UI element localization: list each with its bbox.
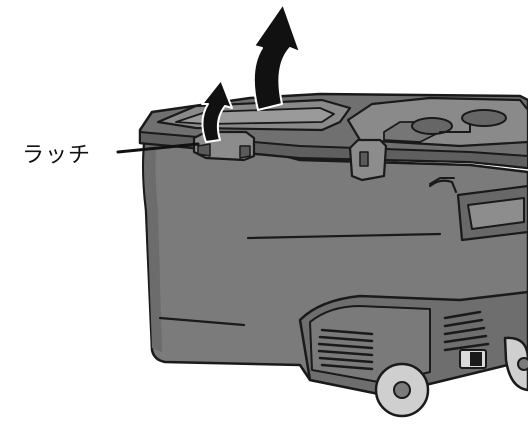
lift-arrow-large-icon	[254, 4, 300, 110]
wheel-rear	[505, 338, 528, 390]
latch-label: ラッチ	[22, 137, 91, 169]
cup-holder-2	[462, 110, 506, 126]
wheel-front	[376, 364, 428, 416]
latch	[194, 132, 254, 160]
latch-right	[350, 140, 386, 180]
